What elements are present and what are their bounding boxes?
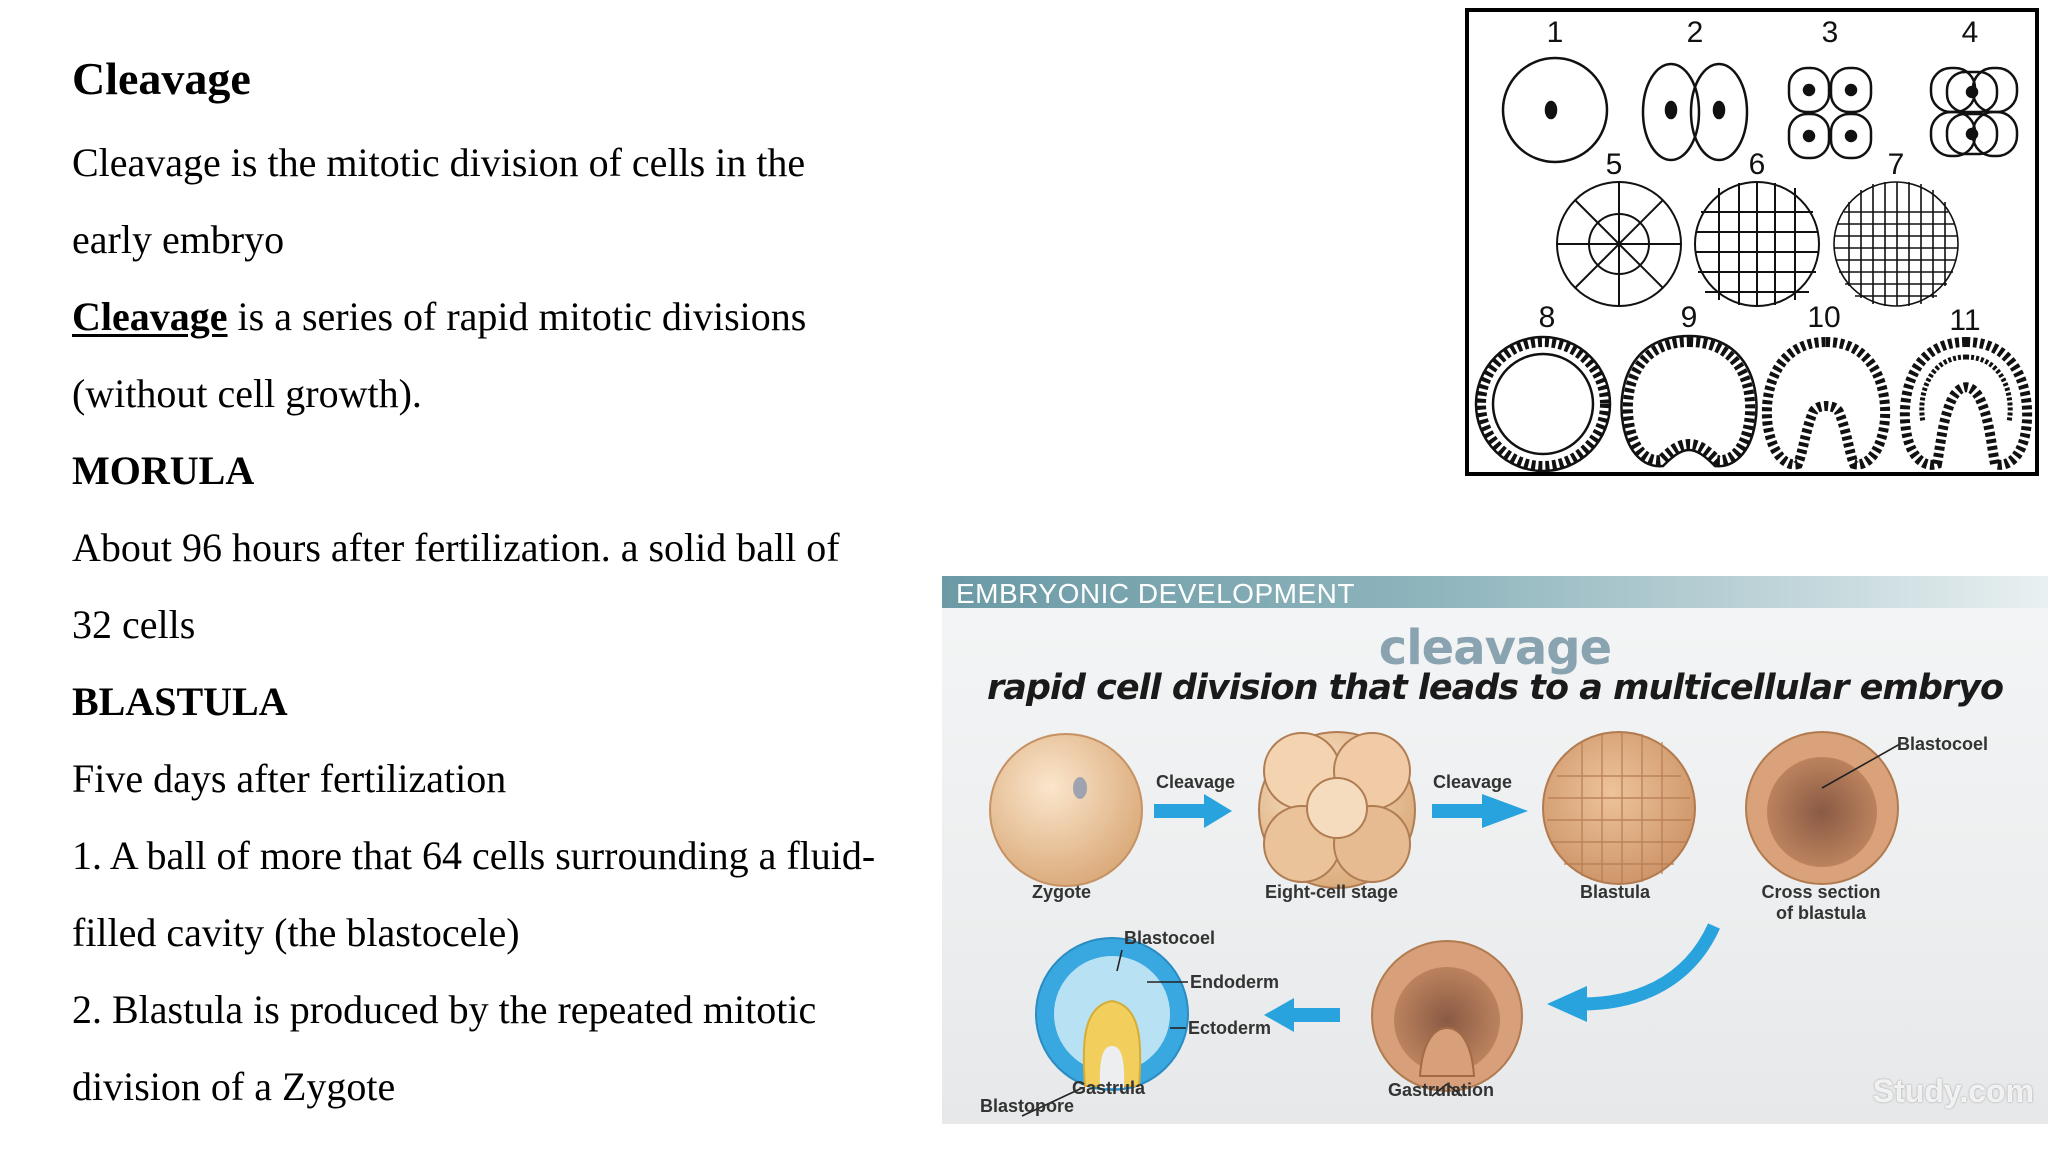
label-cleavage-1: Cleavage bbox=[1156, 772, 1236, 792]
text-line-2: early embryo bbox=[72, 217, 285, 262]
blastula-embryo bbox=[1542, 731, 1696, 885]
stage-5-sixteen-cell bbox=[1556, 181, 1682, 307]
gastrulation-arrow bbox=[1264, 998, 1340, 1032]
label-blastopore: Blastopore bbox=[980, 1096, 1075, 1116]
text-line-9: Five days after fertilization bbox=[72, 756, 507, 801]
cleavage-stages-figure: 1 2 3 4 5 6 7 8 9 10 11 bbox=[1465, 8, 2039, 476]
label-cross-section-line-2: of blastula bbox=[1775, 903, 1866, 923]
stage-6-morula bbox=[1694, 181, 1820, 307]
cleavage-stages-drawing: 1 2 3 4 5 6 7 8 9 10 11 bbox=[1474, 16, 2033, 472]
stage-7-dense-morula bbox=[1833, 181, 1959, 307]
heading-blastula: BLASTULA bbox=[72, 679, 288, 724]
stage-number-8: 8 bbox=[1539, 301, 1556, 334]
stage-number-6: 6 bbox=[1749, 148, 1766, 181]
stage-10-gastrula bbox=[1761, 336, 1891, 470]
gastrulation-embryo bbox=[1371, 940, 1523, 1097]
stage-number-3: 3 bbox=[1822, 16, 1839, 49]
stage-number-5: 5 bbox=[1606, 148, 1623, 181]
curved-arrow bbox=[1581, 923, 1720, 1011]
label-cross-section: Cross section of blastula bbox=[1748, 882, 1894, 924]
label-zygote: Zygote bbox=[1032, 882, 1092, 902]
underlined-term: Cleavage bbox=[72, 294, 228, 339]
label-cleavage-2: Cleavage bbox=[1433, 772, 1513, 792]
embryonic-development-drawing bbox=[989, 731, 1901, 1117]
stage-2-two-cell bbox=[1641, 62, 1749, 162]
text-line-1: Cleavage is the mitotic division of cell… bbox=[72, 140, 806, 185]
figure-banner-text: EMBRYONIC DEVELOPMENT bbox=[956, 578, 1355, 609]
text-line-10: 1. A ball of more that 64 cells surround… bbox=[72, 833, 876, 878]
text-line-3: Cleavage is a series of rapid mitotic di… bbox=[72, 294, 806, 340]
stage-number-4: 4 bbox=[1962, 16, 1979, 49]
slide-title: Cleavage bbox=[72, 53, 251, 104]
label-cross-section-line-1: Cross section bbox=[1761, 882, 1881, 902]
stage-9-early-gastrula bbox=[1620, 334, 1758, 468]
stage-number-2: 2 bbox=[1687, 16, 1704, 49]
stage-3-four-cell bbox=[1787, 66, 1873, 160]
cleavage-arrow-2 bbox=[1432, 794, 1528, 828]
cleavage-arrow-1 bbox=[1154, 794, 1232, 828]
heading-morula: MORULA bbox=[72, 448, 255, 493]
blastula-cross-section bbox=[1745, 731, 1901, 885]
figure-subtitle: rapid cell division that leads to a mult… bbox=[987, 668, 2004, 708]
label-endoderm: Endoderm bbox=[1190, 972, 1280, 992]
stage-number-10: 10 bbox=[1807, 301, 1840, 334]
text-line-6: About 96 hours after fertilization. a so… bbox=[72, 525, 840, 570]
text-line-12: 2. Blastula is produced by the repeated … bbox=[72, 987, 817, 1032]
label-ectoderm: Ectoderm bbox=[1188, 1018, 1272, 1038]
study-watermark: Study.com bbox=[1872, 1073, 2034, 1109]
label-blastocoel-bottom: Blastocoel bbox=[1124, 928, 1216, 948]
stage-8-blastula bbox=[1474, 335, 1612, 472]
stage-4-eight-cell bbox=[1929, 66, 2019, 158]
embryonic-development-figure: EMBRYONIC DEVELOPMENT cleavage rapid cel… bbox=[942, 576, 2048, 1124]
stage-number-7: 7 bbox=[1888, 148, 1905, 181]
stage-number-9: 9 bbox=[1681, 301, 1698, 334]
text-line-7: 32 cells bbox=[72, 602, 196, 647]
label-blastocoel-top: Blastocoel bbox=[1897, 734, 1989, 754]
stage-1-zygote bbox=[1501, 56, 1609, 164]
label-gastrulation: Gastrulation bbox=[1388, 1080, 1495, 1100]
stage-number-11: 11 bbox=[1949, 304, 1980, 337]
label-eight-cell: Eight-cell stage bbox=[1265, 882, 1399, 902]
label-gastrula: Gastrula bbox=[1072, 1078, 1146, 1098]
gastrula-embryo bbox=[1021, 937, 1189, 1117]
zygote-cell bbox=[989, 733, 1143, 887]
figure-title: cleavage bbox=[1378, 620, 1612, 676]
text-line-11: filled cavity (the blastocele) bbox=[72, 910, 520, 955]
text-line-4: (without cell growth). bbox=[72, 371, 422, 416]
label-blastula: Blastula bbox=[1580, 882, 1651, 902]
stage-number-1: 1 bbox=[1547, 16, 1564, 49]
figure-banner: EMBRYONIC DEVELOPMENT bbox=[942, 576, 2048, 609]
text-line-3-rest: is a series of rapid mitotic divisions bbox=[237, 294, 807, 339]
text-line-13: division of a Zygote bbox=[72, 1064, 396, 1109]
eight-cell-embryo bbox=[1258, 731, 1416, 889]
stage-11-late-gastrula bbox=[1899, 336, 2033, 470]
